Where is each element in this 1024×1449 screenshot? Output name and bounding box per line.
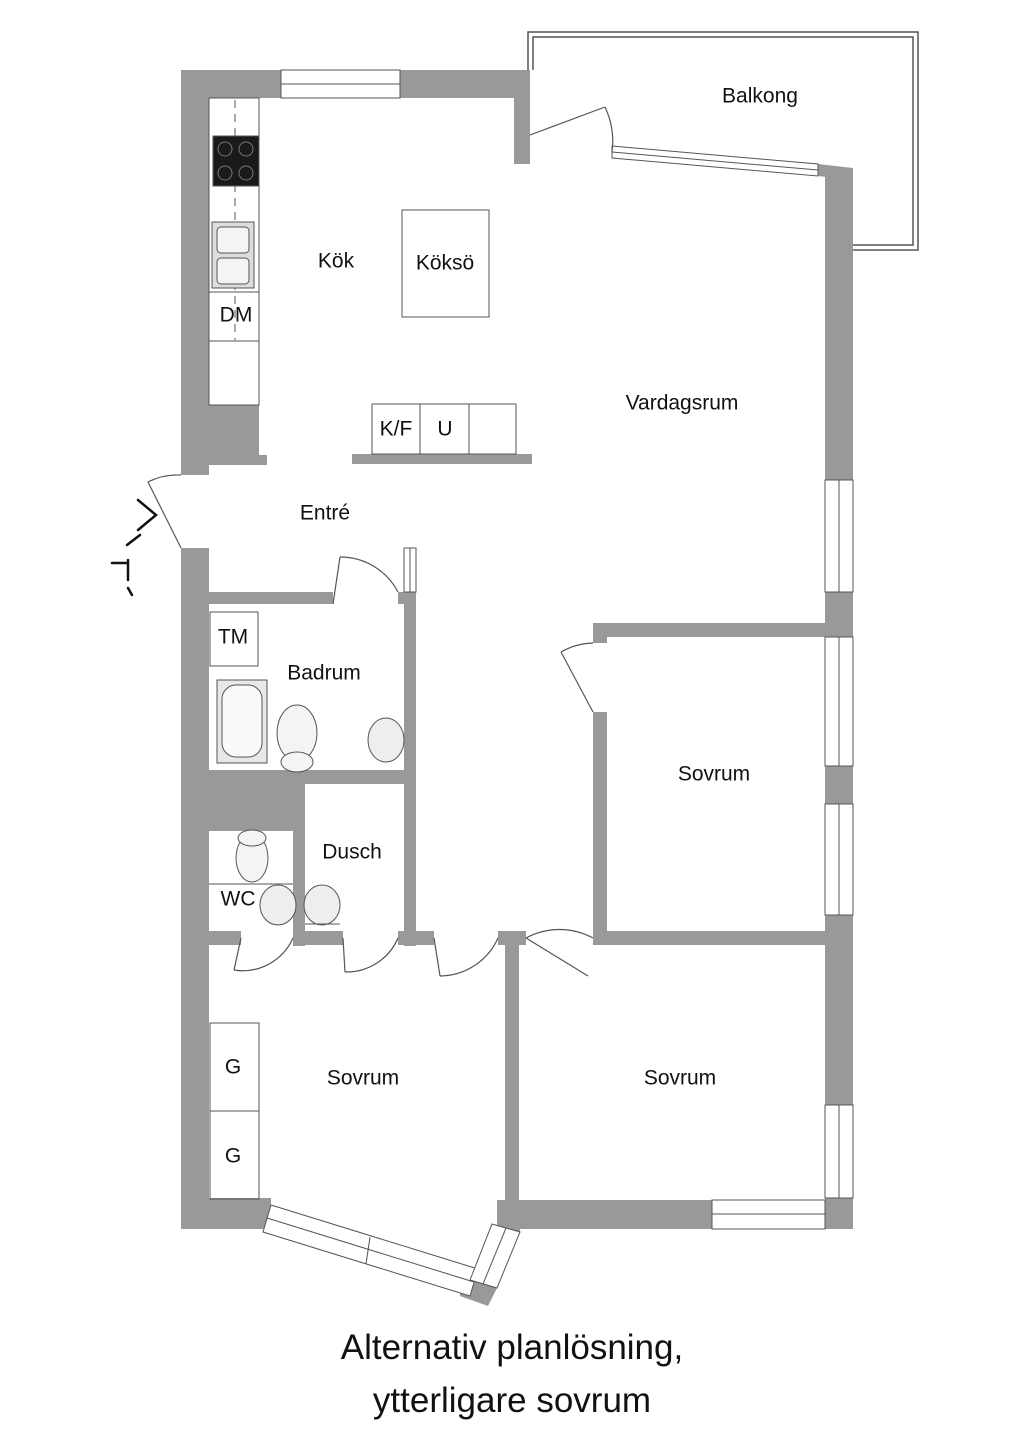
label-sovrum-bottom-left: Sovrum (327, 1067, 399, 1090)
wc-sink-icon (259, 884, 297, 926)
doors (147, 106, 614, 977)
label-dm: DM (220, 304, 253, 327)
label-kok: Kök (318, 250, 355, 273)
washing-machine (209, 611, 259, 667)
bathroom-fixtures (209, 611, 405, 1200)
label-u: U (437, 418, 452, 441)
label-koksö: Köksö (416, 252, 474, 275)
label-entre: Entré (300, 502, 350, 525)
kitchen-fixtures (208, 97, 517, 455)
label-kf: K/F (380, 418, 413, 441)
label-sovrum-bottom-right: Sovrum (644, 1067, 716, 1090)
kitchen-island (401, 209, 490, 318)
label-dusch: Dusch (322, 841, 382, 864)
label-sovrum-right: Sovrum (678, 763, 750, 786)
windows (262, 69, 854, 1297)
caption-line-2: ytterligare sovrum (372, 1381, 652, 1420)
walls (181, 70, 853, 1306)
shower-sink-icon (303, 884, 341, 926)
entrance-arrow-icon (110, 498, 158, 597)
caption-line-1: Alternativ planlösning, (340, 1328, 684, 1367)
balcony (527, 31, 919, 251)
label-tm: TM (218, 626, 248, 649)
label-wc: WC (221, 888, 256, 911)
label-g1: G (225, 1056, 241, 1079)
label-g2: G (225, 1145, 241, 1168)
label-balkong: Balkong (722, 85, 798, 108)
label-badrum: Badrum (287, 662, 361, 685)
stove-icon (212, 135, 260, 187)
sink-icon (367, 717, 405, 763)
label-vardagsrum: Vardagsrum (626, 392, 739, 415)
